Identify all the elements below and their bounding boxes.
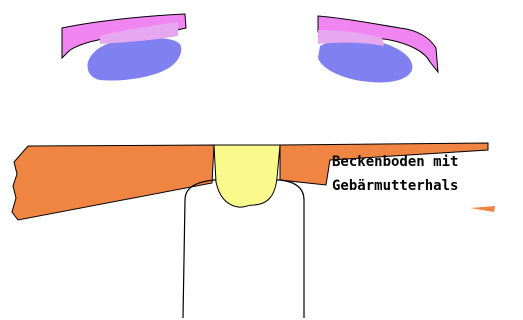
pelvic-floor-shape [12, 145, 214, 220]
label-pelvic-floor-line2: Gebärmutterhals [332, 179, 458, 193]
cervix-shape [214, 145, 280, 207]
pelvic-floor-tail-shape [470, 206, 495, 212]
label-pelvic-floor-line1: Beckenboden mit [332, 155, 458, 169]
right-ovary-shape [318, 39, 412, 83]
left-ovary-shape [88, 38, 182, 80]
